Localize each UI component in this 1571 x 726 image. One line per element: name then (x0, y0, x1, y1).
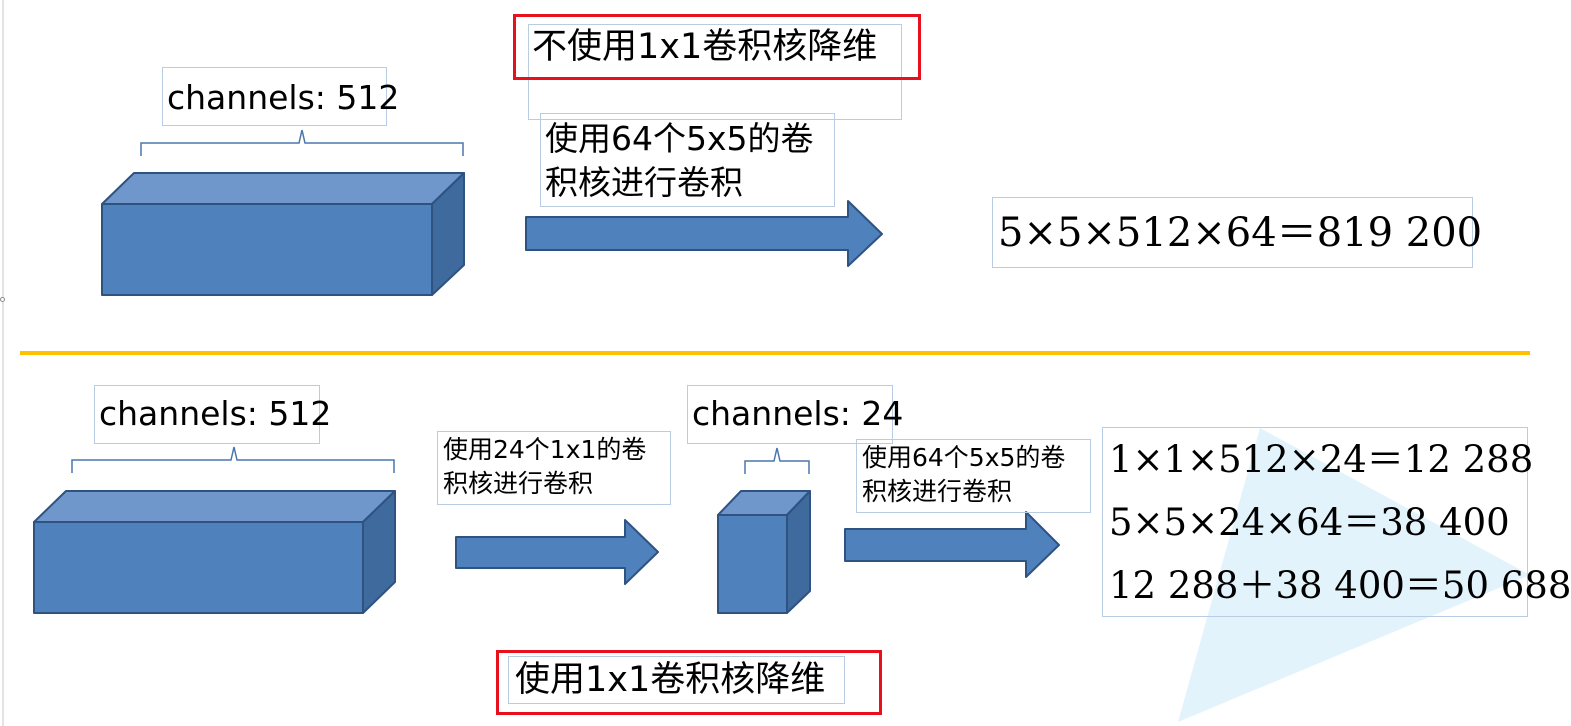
bottom-conv-arrow (844, 511, 1060, 578)
bottom-conv-label: 使用64个5x5的卷 积核进行卷积 (856, 439, 1091, 513)
bottom-equations: 1×1×512×24＝12 288 5×5×24×64＝38 400 12 28… (1102, 427, 1571, 617)
bottom-reduce-arrow (455, 519, 659, 585)
bottom-input-cuboid-front (33, 521, 364, 614)
bottom-input-cuboid-top (33, 490, 396, 523)
mid-channels-label: channels: 24 (687, 385, 903, 444)
mid-cuboid-front (717, 514, 788, 614)
bottom-input-cuboid (33, 490, 396, 614)
bottom-equation-3: 12 288＋38 400＝50 688 (1109, 564, 1571, 607)
bottom-conv-label-line-2: 积核进行卷积 (862, 477, 1013, 506)
top-input-cuboid-front (101, 203, 433, 296)
bottom-header-highlight (496, 650, 882, 715)
bottom-reduce-label: 使用24个1x1的卷 积核进行卷积 (437, 431, 671, 505)
top-conv-label-line-1: 使用64个5x5的卷 (545, 119, 814, 158)
top-conv-label-line-2: 积核进行卷积 (545, 163, 743, 202)
top-input-brace (140, 129, 464, 156)
top-input-cuboid (101, 172, 465, 296)
diagram-canvas (2, 0, 1530, 726)
top-equation: 5×5×512×64＝819 200 (992, 197, 1482, 268)
top-input-label: channels: 512 (162, 67, 399, 126)
bottom-equation-1: 1×1×512×24＝12 288 (1109, 438, 1534, 481)
top-conv-label: 使用64个5x5的卷 积核进行卷积 (540, 113, 835, 207)
top-input-cuboid-top (101, 172, 465, 205)
top-header-textbox-frame (528, 24, 902, 120)
bottom-reduce-label-line-1: 使用24个1x1的卷 (443, 435, 647, 464)
top-header: 不使用1x1卷积核降维 (532, 27, 878, 67)
watermark-triangle (1178, 428, 1530, 722)
bottom-equation-2: 5×5×24×64＝38 400 (1109, 501, 1510, 544)
top-conv-arrow (525, 200, 883, 267)
edge-handle-icon (0, 297, 5, 302)
bottom-conv-label-line-1: 使用64个5x5的卷 (862, 443, 1066, 472)
mid-brace (744, 447, 810, 474)
bottom-header: 使用1x1卷积核降维 (508, 656, 845, 704)
mid-cuboid (717, 490, 811, 614)
bottom-input-label: channels: 512 (94, 385, 331, 444)
bottom-input-brace (71, 446, 395, 473)
bottom-reduce-label-line-2: 积核进行卷积 (443, 469, 594, 498)
top-header-highlight (513, 14, 921, 80)
